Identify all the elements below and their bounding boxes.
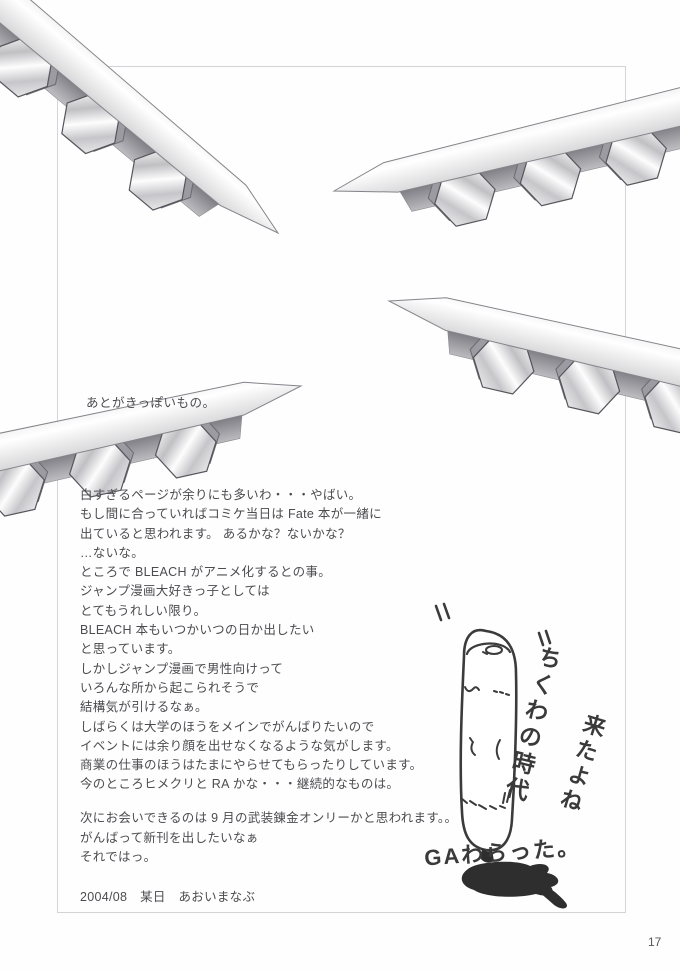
afterword-body: 白すぎるページが余りにも多いわ・・・やばい。 もし間に合っていればコミケ当日は …: [80, 486, 457, 905]
afterword-line: 次にお会いできるのは 9 月の武装錬金オンリーかと思われます。。: [80, 810, 458, 825]
afterword-line: いろんな所から起こられそうで: [80, 680, 260, 695]
afterword-line: 結構気が引けるなぁ。: [80, 700, 208, 715]
chikuwa-body: [459, 628, 518, 852]
afterword-line: ジャンプ漫画大好きっ子としては: [80, 584, 270, 599]
chikuwa-drip: [481, 848, 494, 863]
afterword-line: ところで BLEACH がアニメ化するとの事。: [80, 565, 331, 580]
afterword-line: 出ていると思われます。 あるかな？ないかな？: [80, 526, 351, 541]
page-number: 17: [648, 935, 662, 949]
afterword-line: がんばって新刊を出したいなぁ: [80, 830, 259, 845]
chikuwa-texture: [460, 686, 511, 810]
afterword-line: イベントには余り顔を出せなくなるような気がします。: [80, 738, 399, 753]
afterword-line: しかしジャンプ漫画で男性向けって: [80, 661, 284, 676]
afterword-line: 白すぎるページが余りにも多いわ・・・やばい。: [80, 488, 362, 502]
chikuwa-rim: [465, 642, 512, 656]
afterword-heading: あとがきっぽいもの。: [86, 396, 216, 410]
afterword-paragraph-1: 白すぎるページが余りにも多いわ・・・やばい。 もし間に合っていればコミケ当日は …: [80, 486, 457, 795]
ink-shadow-tail: [528, 880, 567, 909]
afterword-line: と思っています。: [80, 642, 181, 657]
afterword-line: もし間に合っていればコミケ当日は Fate 本が一緒に: [80, 507, 382, 522]
ditto-mark-left: [434, 602, 451, 622]
afterword-line: しばらくは大学のほうをメインでがんばりたいので: [80, 719, 375, 734]
afterword-line: とてもうれしい限り。: [80, 603, 207, 618]
afterword-paragraph-2: 次にお会いできるのは 9 月の武装錬金オンリーかと思われます。。 がんばって新刊…: [80, 809, 457, 868]
afterword-line: 商業の仕事のほうはたまにやらせてもらったりしています。: [80, 758, 423, 773]
afterword-line: BLEACH 本もいつかいつの日か出したい: [80, 623, 315, 638]
page-frame: [57, 66, 626, 913]
ditto-mark-right: [537, 629, 552, 647]
date-author-credit: 2004/08 某日 あおいまなぶ: [80, 890, 256, 905]
afterword-line: それではっ。: [80, 850, 157, 865]
chikuwa-hole: [485, 645, 503, 655]
afterword-line: …ないな。: [80, 545, 145, 560]
afterword-line: 今のところヒメクリと RA かな・・・継続的なものは。: [80, 777, 400, 792]
